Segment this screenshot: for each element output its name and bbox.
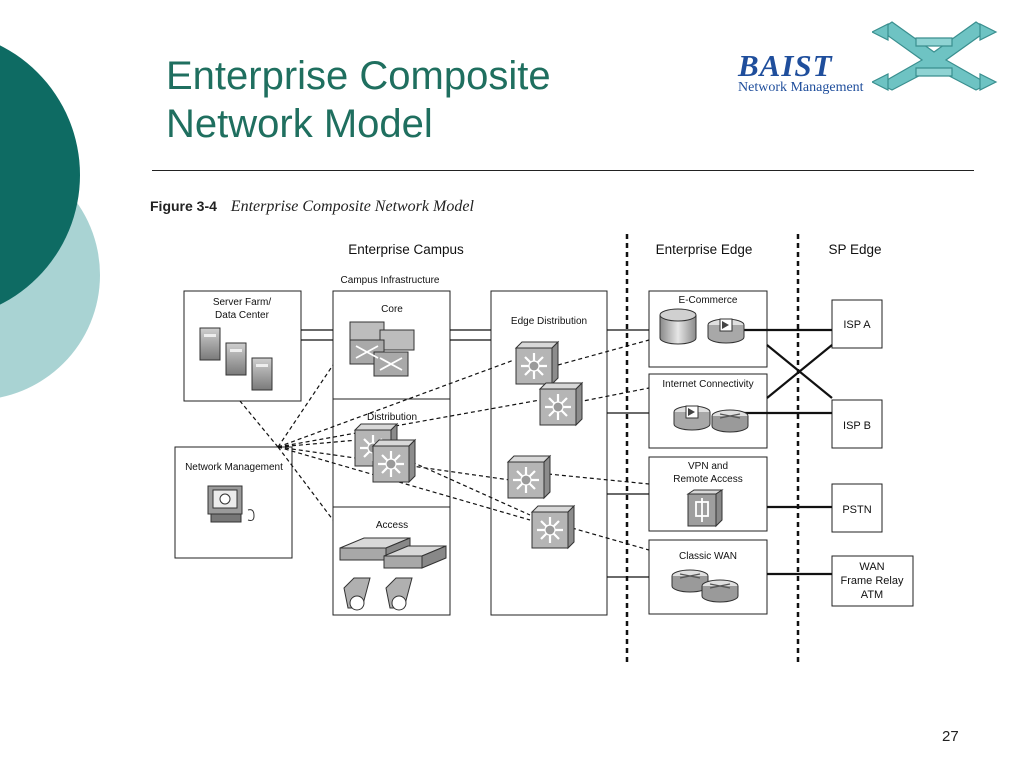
solid-links: [301, 329, 649, 578]
server-farm-label-line2: Data Center: [215, 310, 270, 321]
management-links: [239, 339, 650, 551]
mgmt-link-wan: [571, 527, 650, 551]
figure-title: Enterprise Composite Network Model: [230, 198, 474, 215]
isp-b-label: ISP B: [843, 420, 871, 432]
slide-title-line2: Network Model: [166, 102, 433, 146]
pstn-label: PSTN: [842, 504, 871, 516]
page-number: 27: [942, 728, 959, 745]
server-farm-label-line1: Server Farm/: [213, 297, 272, 308]
distribution-switch-2-icon: [371, 438, 417, 484]
header-enterprise-edge: Enterprise Edge: [656, 242, 753, 257]
mgmt-link-internet: [577, 387, 650, 403]
link-internet-ispa-cross: [766, 344, 833, 399]
mgmt-link-edge2: [277, 399, 541, 448]
vpn-label-line1: VPN and: [688, 461, 728, 472]
mgmt-link-vpn: [547, 473, 650, 485]
wan-label-line3: ATM: [861, 589, 883, 601]
mgmt-link-edge4: [277, 446, 531, 521]
header-enterprise-campus: Enterprise Campus: [348, 242, 464, 257]
sp-links: [740, 328, 833, 576]
header-sp-edge: SP Edge: [828, 242, 881, 257]
mgmt-link-ecommerce: [557, 339, 650, 366]
ip-phone-icon: [343, 577, 413, 611]
isp-a-label: ISP A: [843, 319, 871, 331]
figure-caption: Figure 3-4 Enterprise Composite Network …: [150, 198, 474, 216]
logo-subtitle: Network Management: [738, 80, 864, 95]
edge-distribution-switch-4-icon: [530, 504, 576, 550]
network-management-label: Network Management: [185, 462, 283, 473]
slide-title: Enterprise Composite Network Model: [166, 52, 646, 148]
wan-box: [831, 555, 914, 607]
title-divider: [152, 170, 974, 171]
workstation-icon: [207, 485, 255, 523]
edge-distribution-switch-1-icon: [514, 340, 560, 386]
edge-distribution-label: Edge Distribution: [511, 316, 587, 327]
isp-b-box: [831, 399, 883, 449]
edge-distribution-switch-3-icon: [506, 454, 552, 500]
ecommerce-label: E-Commerce: [679, 295, 738, 306]
core-switch-icon: [349, 321, 415, 377]
wan-label-line2: Frame Relay: [841, 575, 904, 587]
classic-wan-box: [648, 539, 768, 615]
internet-firewall-icon: [673, 405, 711, 431]
internet-connectivity-label: Internet Connectivity: [662, 379, 753, 390]
database-icon: [659, 308, 697, 345]
mgmt-link-distribution: [277, 439, 359, 448]
slide-title-line1: Enterprise Composite: [166, 54, 551, 98]
edge-distribution-switch-2-icon: [538, 381, 584, 427]
crossed-arrows-logo-icon: [872, 21, 998, 91]
internet-router-icon: [711, 409, 749, 433]
wan-router-2-icon: [701, 579, 739, 603]
figure-number: Figure 3-4: [150, 198, 217, 214]
core-label: Core: [381, 304, 403, 315]
logo-text: BAIST Network Management: [738, 50, 864, 96]
mgmt-link-core: [277, 364, 334, 448]
mgmt-link-server: [239, 400, 279, 448]
wan-label-line1: WAN: [859, 561, 884, 573]
vpn-label-line2: Remote Access: [673, 474, 742, 485]
campus-infrastructure-label: Campus Infrastructure: [341, 275, 440, 286]
vpn-concentrator-icon: [686, 489, 724, 528]
mgmt-link-dist-edge: [411, 461, 531, 516]
logo-name: BAIST: [738, 48, 833, 83]
pstn-box: [831, 483, 883, 533]
server-icon: [199, 327, 273, 391]
mgmt-link-access: [277, 446, 334, 521]
edge-distribution-box: [490, 290, 608, 616]
distribution-label: Distribution: [367, 412, 417, 423]
classic-wan-label: Classic WAN: [679, 551, 737, 562]
isp-a-box: [831, 299, 883, 349]
access-switch-icon: [339, 537, 447, 569]
firewall-icon: [707, 318, 745, 344]
access-label: Access: [376, 520, 408, 531]
